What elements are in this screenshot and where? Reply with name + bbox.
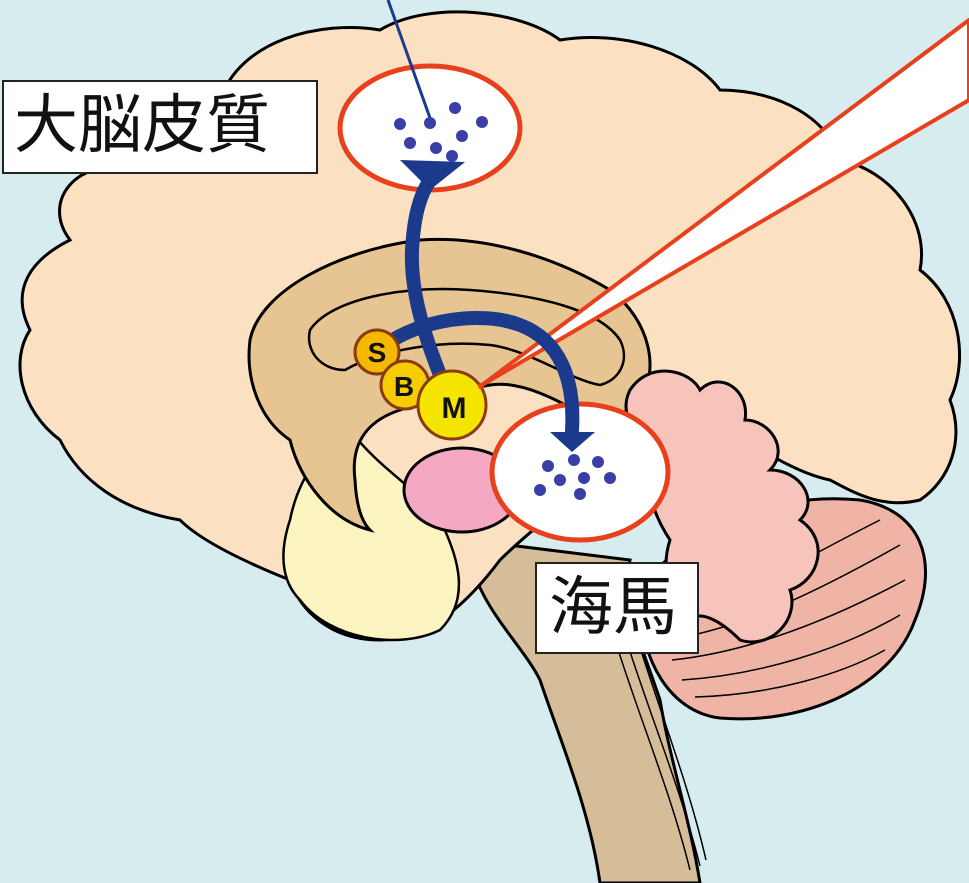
nucleus-s-label: S	[368, 337, 387, 368]
hippocampus-projection-circle	[492, 404, 668, 540]
nucleus-m-label: M	[442, 392, 467, 425]
electrode-tip	[478, 383, 484, 389]
cortex-label: 大脳皮質	[2, 80, 318, 174]
hippocampus-label: 海馬	[535, 562, 699, 654]
nucleus-b-label: B	[394, 371, 414, 402]
